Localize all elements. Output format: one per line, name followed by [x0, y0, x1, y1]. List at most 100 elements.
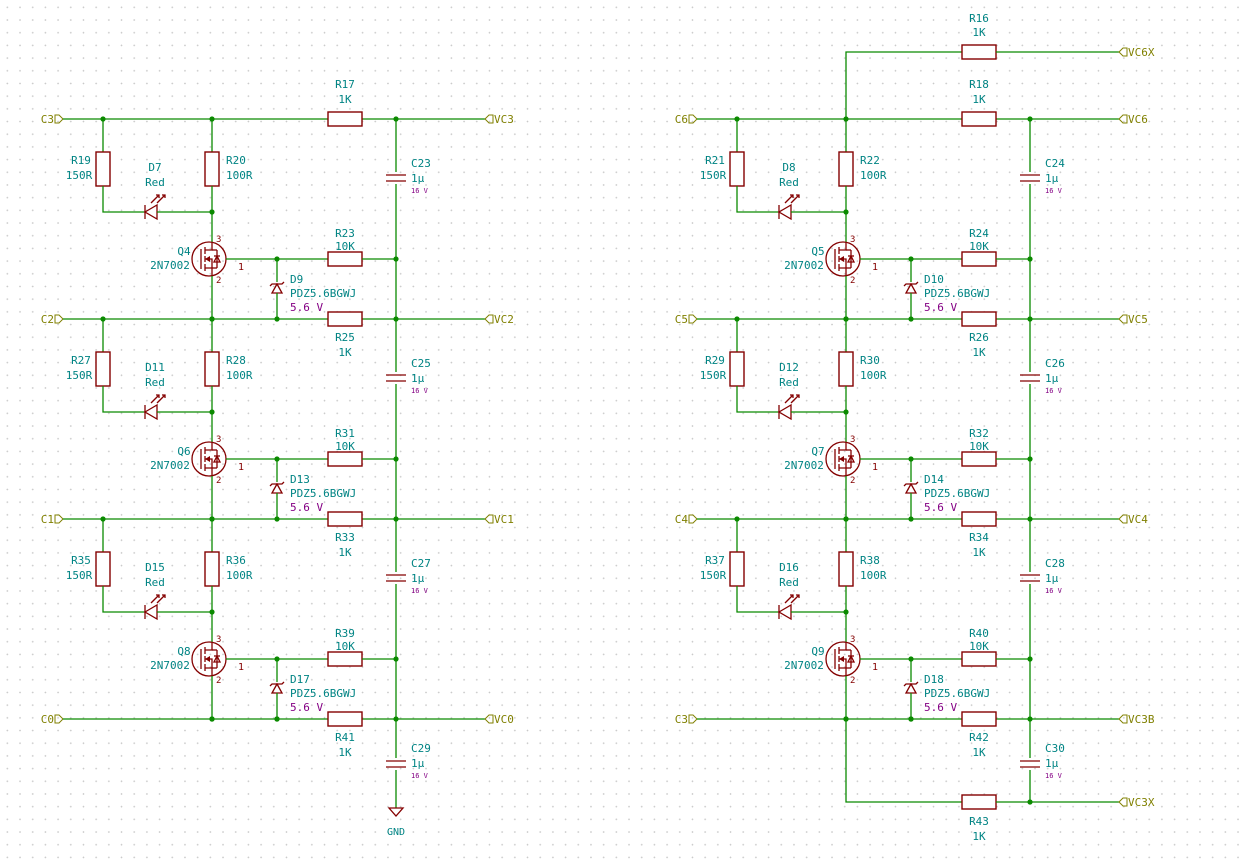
value-label: 1µ — [411, 757, 425, 770]
value-label: 1µ — [1045, 172, 1059, 185]
value-label: 100R — [860, 369, 887, 382]
junction-dot — [843, 209, 849, 215]
port-arrow — [1118, 314, 1128, 324]
led-arrow — [150, 594, 160, 604]
wire — [102, 386, 145, 413]
value-label: PDZ5.6BGWJ — [290, 687, 356, 700]
zener-bar — [269, 681, 285, 687]
pin-number: 1 — [238, 462, 244, 473]
pin-number: 2 — [216, 676, 221, 686]
led-triangle — [143, 403, 158, 421]
resistor-body — [729, 351, 745, 387]
ref-label: C26 — [1045, 357, 1065, 370]
led-triangle — [777, 403, 792, 421]
resistor-body — [204, 551, 220, 587]
value-label: 1µ — [1045, 372, 1059, 385]
port-arrow — [688, 314, 698, 324]
ref-label: R27 — [71, 354, 91, 367]
ref-label: C28 — [1045, 557, 1065, 570]
pin-number: 3 — [216, 235, 221, 245]
port-label: C3 — [41, 113, 54, 126]
value-label: 2N7002 — [784, 459, 824, 472]
resistor-body — [327, 711, 363, 727]
led-arrow — [156, 194, 166, 204]
mosfet-source — [205, 667, 213, 676]
resistor-body — [204, 151, 220, 187]
led-arrow — [790, 194, 800, 204]
mosfet-drain — [839, 242, 847, 251]
junction-dot — [1027, 799, 1033, 805]
ref-label: R33 — [335, 531, 355, 544]
mosfet-body-diode — [846, 454, 856, 463]
ref-label: D18 — [924, 673, 944, 686]
pin-number: 2 — [850, 676, 855, 686]
ref-label: R30 — [860, 354, 880, 367]
value-label: 1µ — [1045, 572, 1059, 585]
ref-label: R21 — [705, 154, 725, 167]
junction-dot — [908, 516, 914, 522]
port-arrow — [1118, 114, 1128, 124]
junction-dot — [843, 609, 849, 615]
led-arrow — [156, 594, 160, 598]
led-arrow — [790, 594, 800, 604]
port-label: C0 — [41, 713, 54, 726]
port-arrow — [484, 714, 494, 724]
mosfet-arrow — [205, 656, 210, 662]
value-label: 100R — [860, 169, 887, 182]
port-arrow — [1118, 797, 1128, 807]
ref-label: D10 — [924, 273, 944, 286]
ref-label: R22 — [860, 154, 880, 167]
mosfet-body-diode — [846, 654, 856, 663]
led-triangle — [777, 203, 792, 221]
ref-label: D7 — [148, 161, 161, 174]
led-arrow — [790, 194, 794, 198]
zener-bar — [903, 481, 919, 487]
resistor-body — [327, 311, 363, 327]
ref-label: R41 — [335, 731, 355, 744]
value-label: 1K — [972, 746, 986, 759]
resistor-body — [961, 451, 997, 467]
resistor-body — [95, 351, 111, 387]
mosfet-body-diode — [212, 454, 222, 463]
resistor-body — [204, 351, 220, 387]
ref-label: R28 — [226, 354, 246, 367]
led-arrow — [790, 594, 794, 598]
led-triangle — [143, 603, 158, 621]
zener-triangle — [270, 482, 284, 494]
ref-label: C23 — [411, 157, 431, 170]
ref-label: C30 — [1045, 742, 1065, 755]
led-arrow — [156, 394, 166, 404]
ref-label: R23 — [335, 227, 355, 240]
ref-label: D9 — [290, 273, 303, 286]
mosfet-drain — [205, 242, 213, 251]
pin-number: 2 — [850, 476, 855, 486]
mosfet-drain — [205, 642, 213, 651]
ref-label: R18 — [969, 78, 989, 91]
port-label: VC3B — [1128, 713, 1155, 726]
ref-label: Q5 — [811, 245, 824, 258]
led-arrow — [150, 194, 160, 204]
value-label: Red — [145, 376, 165, 389]
ref-label: R43 — [969, 815, 989, 828]
resistor-body — [327, 511, 363, 527]
junction-dot — [274, 516, 280, 522]
stage-3: R35150RD15RedR36100RQ82N7002321R3910KD17… — [66, 511, 431, 722]
voltage-label: 5.6 V — [290, 701, 323, 714]
voltage-label: 16 V — [1045, 587, 1063, 595]
led-arrow — [784, 594, 794, 604]
ref-label: R26 — [969, 331, 989, 344]
stage-3: R37150RD16RedR38100RQ92N7002321R4010KD18… — [700, 511, 1065, 722]
value-label: 100R — [226, 369, 253, 382]
zener-bar — [903, 281, 919, 287]
led-arrow — [790, 394, 794, 398]
value-label: 10K — [969, 640, 989, 653]
voltage-label: 16 V — [411, 587, 429, 595]
voltage-label: 16 V — [1045, 387, 1063, 395]
port-label: VC3X — [1128, 796, 1155, 809]
value-label: 150R — [66, 169, 93, 182]
